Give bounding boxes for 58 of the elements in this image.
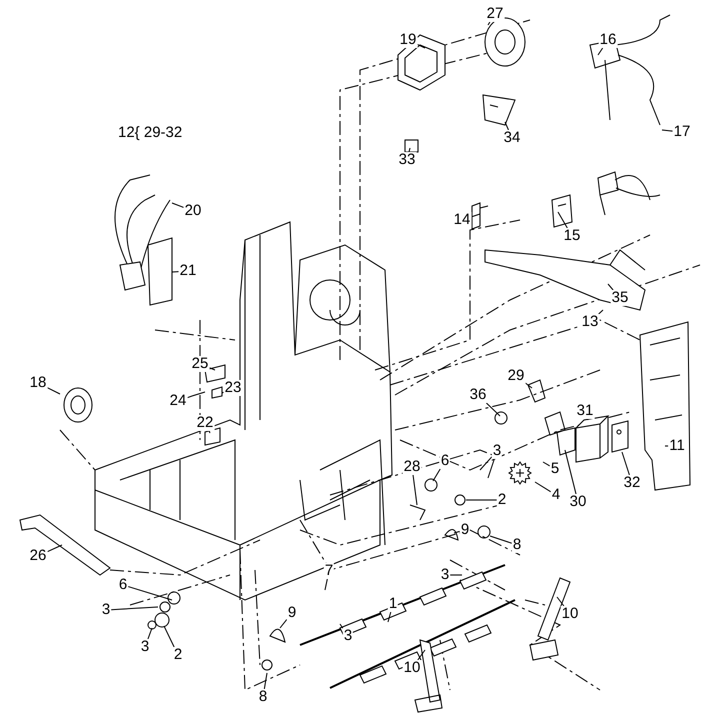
leader-line xyxy=(128,586,172,600)
leader-line xyxy=(280,618,288,628)
callout-number: 27 xyxy=(486,6,504,22)
leader-line xyxy=(417,650,426,660)
leader-line xyxy=(488,22,490,26)
leader-line xyxy=(558,212,568,228)
callout-number: 9 xyxy=(286,605,298,621)
callout-number: 18 xyxy=(28,375,48,391)
leader-line xyxy=(534,482,552,492)
callout-number: 25 xyxy=(190,356,210,372)
callout-number: 28 xyxy=(402,459,422,475)
leader-line xyxy=(556,596,564,606)
leader-line xyxy=(564,450,576,494)
leader-line xyxy=(622,452,630,476)
leader-line xyxy=(598,310,604,314)
leader-line xyxy=(542,462,550,466)
part-group-note: 12{ 29-32 xyxy=(118,125,182,141)
leader-line xyxy=(490,536,512,544)
callout-number: 2 xyxy=(496,492,508,508)
leader-line xyxy=(110,606,158,610)
leader-line xyxy=(324,578,328,590)
callout-number: 29 xyxy=(506,368,526,384)
callout-number: 22 xyxy=(196,415,214,431)
callout-number: 8 xyxy=(512,537,522,553)
callout-number: 16 xyxy=(598,32,618,48)
leader-line xyxy=(608,284,614,290)
leader-line xyxy=(454,530,460,534)
leader-line xyxy=(598,48,604,56)
leader-line xyxy=(470,214,480,218)
leader-line xyxy=(662,130,674,132)
leader-line xyxy=(480,456,492,470)
leader-line xyxy=(264,672,268,690)
leader-line xyxy=(416,44,426,48)
callout-number: 3 xyxy=(492,443,502,459)
callout-number: 35 xyxy=(610,290,630,306)
callout-number: 7 xyxy=(324,563,334,579)
leader-line xyxy=(486,402,500,416)
leader-line xyxy=(524,382,532,388)
callout-number: 31 xyxy=(576,403,594,419)
leader-line xyxy=(147,628,152,640)
callout-number: 19 xyxy=(398,32,418,48)
leader-line xyxy=(432,468,441,482)
callout-number: 36 xyxy=(468,387,488,403)
callout-number: 6 xyxy=(440,453,450,469)
leader-line xyxy=(504,122,509,130)
leader-line xyxy=(46,387,60,394)
leader-line xyxy=(388,612,392,622)
leader-line xyxy=(488,458,495,478)
leader-line xyxy=(450,574,462,576)
leader-line xyxy=(412,474,418,506)
leader-line xyxy=(164,626,175,648)
leader-line xyxy=(340,624,344,629)
leader-line xyxy=(46,544,62,552)
leader-line xyxy=(172,271,180,272)
leader-line xyxy=(172,202,184,208)
leader-line xyxy=(408,148,410,152)
callout-number: 23 xyxy=(224,380,242,396)
callout-number: 1 xyxy=(388,596,398,612)
